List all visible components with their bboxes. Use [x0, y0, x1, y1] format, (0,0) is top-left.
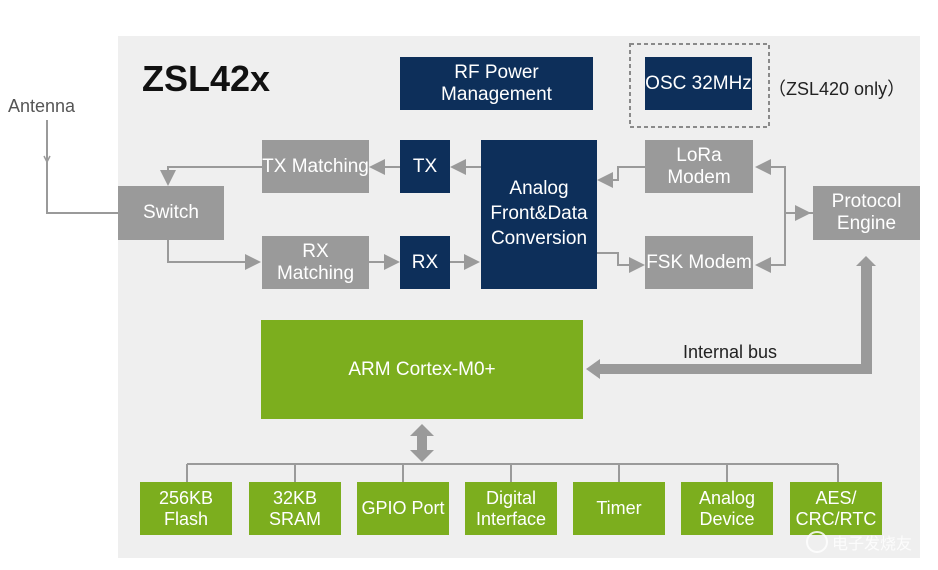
peripheral-block: 32KB SRAM — [249, 482, 341, 535]
internal-bus-label: Internal bus — [683, 342, 778, 362]
switch-to-rxmatch-arrow — [167, 240, 261, 270]
protocol-to-lora-arrow — [755, 159, 813, 214]
watermark: 电子发烧友 — [806, 525, 936, 559]
lora-to-analog-arrow — [597, 166, 645, 188]
chip-title: ZSL42x — [142, 58, 271, 99]
internal-bus-arrow — [586, 256, 876, 379]
watermark-text: 电子发烧友 — [832, 536, 913, 553]
peripheral-block: Timer — [573, 482, 665, 535]
analog-to-fsk-arrow — [597, 252, 645, 273]
fsk-modem-block: FSK Modem — [645, 236, 753, 289]
antenna-line — [46, 120, 118, 214]
peripheral-block: Digital Interface — [465, 482, 557, 535]
switch-block: Switch — [118, 186, 224, 240]
peripheral-block: 256KB Flash — [140, 482, 232, 535]
tx-block: TX — [400, 140, 450, 193]
protocol-engine-block: Protocol Engine — [813, 186, 920, 240]
peripheral-block: GPIO Port — [357, 482, 449, 535]
rx-block: RX — [400, 236, 450, 289]
peripheral-block: Analog Device — [681, 482, 773, 535]
peripheral-block: AES/ CRC/RTC — [790, 482, 882, 535]
watermark-logo-icon — [806, 531, 828, 553]
tx-matching-block: TX Matching — [262, 140, 369, 193]
antenna-label: Antenna — [8, 96, 76, 116]
cpu-peripheral-double-arrow — [410, 424, 434, 462]
osc-note: （ZSL420 only） — [768, 79, 906, 99]
analog-front-data-conversion-block: Analog Front&Data Conversion — [481, 140, 597, 289]
rx-matching-block: RX Matching — [262, 236, 369, 289]
chip-panel — [118, 36, 920, 558]
lora-modem-block: LoRa Modem — [645, 140, 753, 193]
txmatch-to-switch-arrow — [160, 166, 262, 186]
osc-dashed-outline — [629, 43, 770, 128]
osc-32mhz-block: OSC 32MHz — [645, 57, 752, 110]
arm-cortex-m0-block: ARM Cortex-M0+ — [261, 320, 583, 419]
protocol-to-fsk-arrow — [755, 213, 786, 273]
rf-power-management-block: RF Power Management — [400, 57, 593, 110]
